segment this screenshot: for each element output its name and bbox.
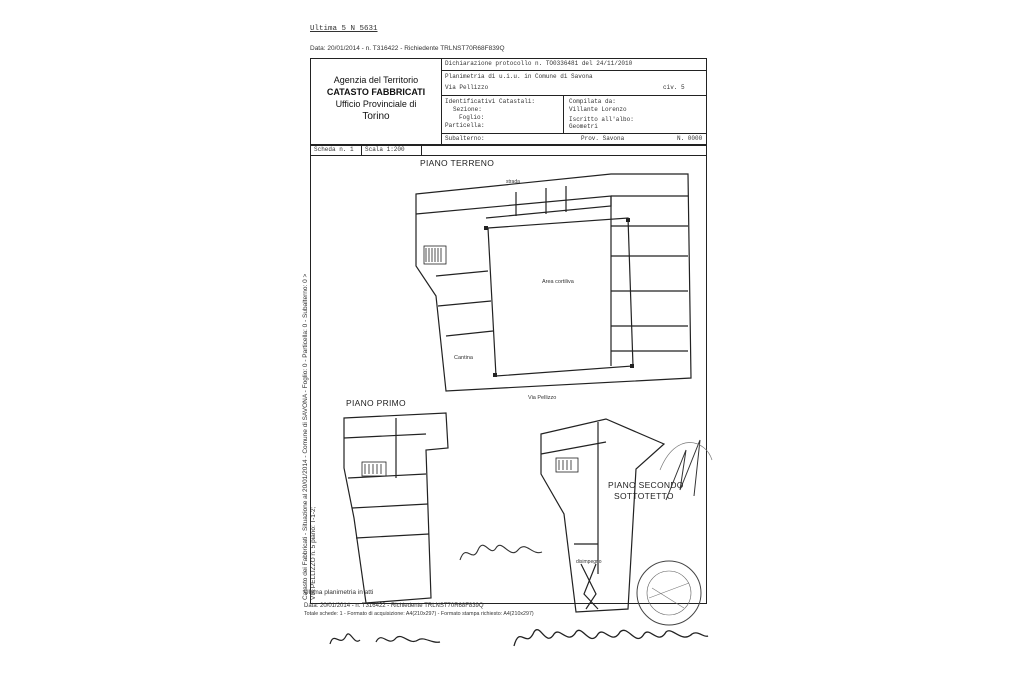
dichiarazione-field: Dichiarazione protocollo n. TO0336481 de… — [445, 60, 633, 67]
catasto-title: CATASTO FABBRICATI — [326, 87, 426, 97]
document-sheet: Ultima 5 N 5631 Data: 20/01/2014 - n. T3… — [296, 10, 728, 672]
left-signature-icon — [329, 633, 441, 645]
bottom-stamp-line1: Data: 20/01/2014 - n. T316422 - Richiede… — [304, 603, 484, 609]
corridor-label: disimpegno — [576, 559, 602, 565]
first-floor-label: PIANO PRIMO — [346, 398, 406, 408]
office-line: Ufficio Provinciale di — [335, 99, 417, 109]
ground-floor-plan — [415, 173, 692, 392]
office-city: Torino — [362, 111, 390, 122]
office-block: Agenzia del Territorio CATASTO FABBRICAT… — [311, 59, 442, 145]
particella-label: Particella: — [445, 122, 485, 129]
albo-value: Geometri — [569, 123, 598, 130]
side-address-text: VIA PELLIZZO n. 5 piano: T-1-2; — [310, 506, 317, 600]
top-stamp: Ultima 5 N 5631 — [310, 25, 378, 33]
first-floor-plan — [343, 412, 449, 604]
scheda-number: Scheda n. 1 — [314, 146, 354, 153]
second-floor-label: PIANO SECONDO — [608, 480, 684, 490]
identificativi-label: Identificativi Catastali: — [445, 98, 536, 105]
street-label: Via Pellizzo — [528, 395, 557, 401]
official-stamp-icon — [636, 560, 702, 626]
bottom-stamp-line2: Ultima planimetria in atti — [304, 589, 374, 596]
cellar-label: Cantina — [454, 355, 473, 361]
street-top-label: strada — [506, 179, 520, 185]
subalterno-label: Subalterno: — [445, 135, 485, 142]
top-stamp-details: Data: 20/01/2014 - n. T316422 - Richiede… — [310, 45, 505, 52]
bottom-stamp-line3: Totale schede: 1 - Formato di acquisizio… — [304, 611, 534, 617]
planimetria-field: Planimetria di u.i.u. in Comune di Savon… — [445, 73, 593, 80]
ground-floor-label: PIANO TERRENO — [420, 158, 495, 168]
stamp-signature-icon — [659, 439, 713, 501]
compilata-label: Compilata da: — [569, 98, 616, 105]
plan-signature-icon — [459, 544, 543, 561]
civic-field: civ. 5 — [663, 84, 685, 91]
attic-label: SOTTOTETTO — [614, 491, 674, 501]
courtyard-label: Area cortiliva — [542, 279, 574, 285]
sezione-label: Sezione: — [453, 106, 482, 113]
scale-value: Scala 1:200 — [365, 146, 405, 153]
side-cadastral-text: Catasto dei Fabbricati - Situazione al 2… — [302, 273, 309, 600]
agency-name: Agenzia del Territorio — [333, 75, 419, 85]
foglio-label: Foglio: — [459, 114, 485, 121]
province-value: Prov. Savona — [581, 135, 625, 142]
cadastral-header: Agenzia del Territorio CATASTO FABBRICAT… — [310, 58, 707, 146]
right-signature-icon — [513, 629, 709, 647]
iscritto-label: Iscritto all'albo: — [569, 116, 634, 123]
compilatore-name: Villante Lorenzo — [569, 106, 627, 113]
second-floor-plan — [540, 418, 666, 613]
plan-frame: Scheda n. 1 Scala 1:200 — [310, 144, 707, 604]
address-field: Via Pellizzo — [445, 84, 489, 91]
registration-number: N. 0000 — [677, 135, 703, 142]
